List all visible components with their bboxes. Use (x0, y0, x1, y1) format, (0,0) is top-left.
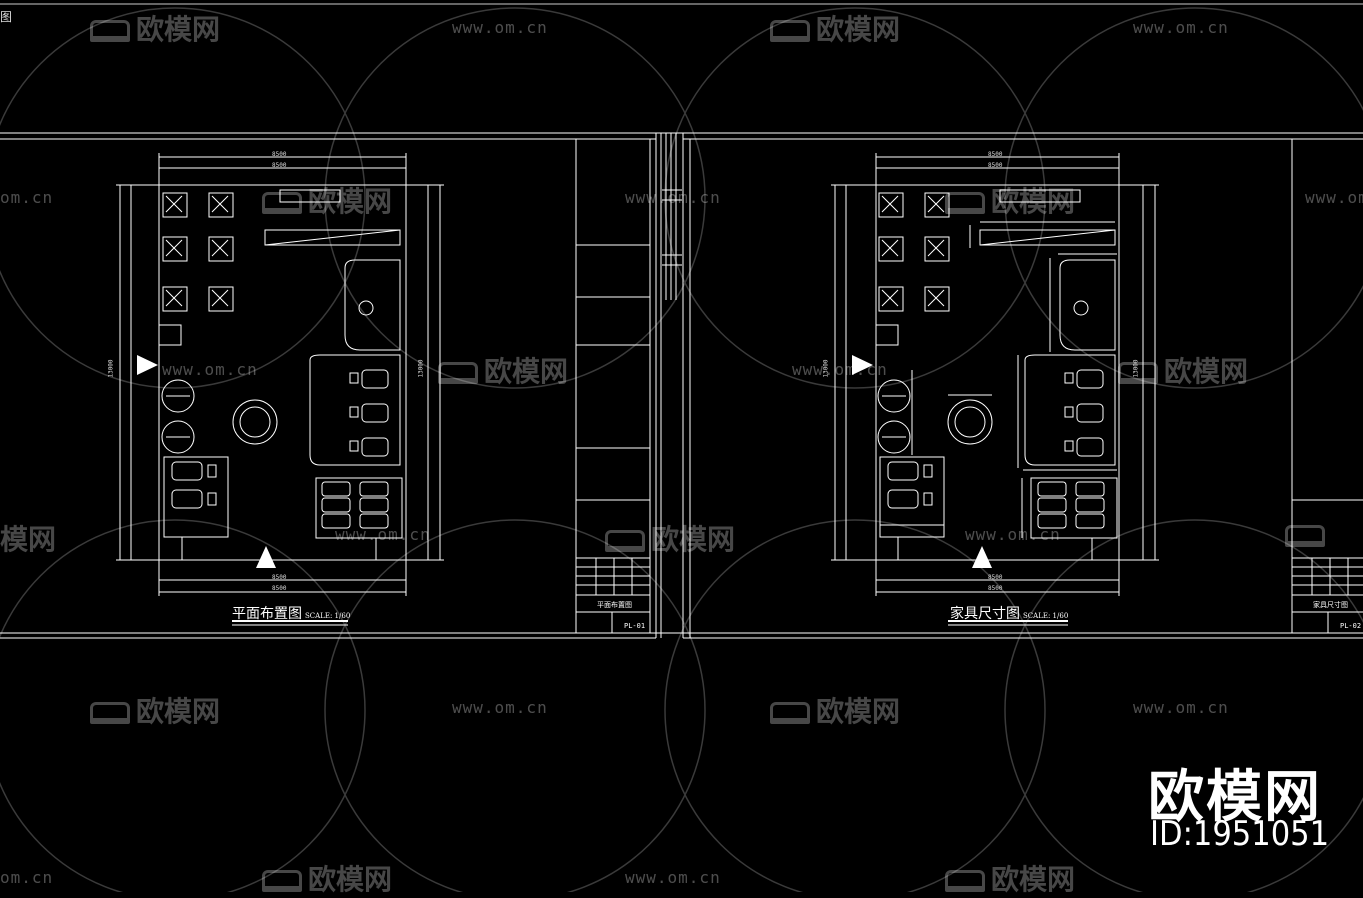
dimension-label: 8500 (272, 585, 287, 592)
dimension-label: 13000 (107, 359, 115, 378)
watermark-logo: 欧模网 (90, 8, 220, 48)
dimension-label: 8500 (988, 151, 1003, 158)
sofa-icon (262, 192, 302, 214)
watermark-logo: 欧模网 (438, 350, 568, 390)
sheet-2-plan (831, 153, 1159, 626)
watermark-url: www.om.cn (792, 360, 888, 379)
watermark-logo: 欧模网 (90, 690, 220, 730)
watermark-logo: 欧模网 (945, 858, 1075, 898)
sofa-icon (770, 20, 810, 42)
watermark-url: www.om.cn (965, 525, 1061, 544)
brand-name: 欧模网 (1148, 765, 1322, 830)
watermark-logo: 欧模网 (945, 180, 1075, 220)
brand-id: ID:1951051 (1150, 814, 1330, 854)
sheet-number: PL-02 (1340, 622, 1362, 630)
entry-arrow-left-2 (852, 355, 873, 375)
watermark-url: www.om.cn (1133, 18, 1229, 37)
dimension-label: 13000 (1132, 359, 1140, 378)
dimension-label: 8500 (988, 585, 1003, 592)
watermark-url: www.om.cn (335, 525, 431, 544)
sofa-icon (1118, 362, 1158, 384)
watermark-logo: 欧模网 (262, 180, 392, 220)
sofa-icon (945, 870, 985, 892)
dimension-label: 13000 (822, 359, 830, 378)
drawing-frames (0, 132, 1363, 639)
watermark-logo: 欧模网 (262, 858, 392, 898)
sofa-icon (90, 20, 130, 42)
dimension-label: 8500 (272, 574, 287, 581)
sofa-icon (605, 530, 645, 552)
watermark-logo: 模网 (0, 523, 57, 556)
watermark-arcs (0, 7, 1363, 892)
viewport-corner-label: 图 (0, 10, 13, 24)
watermark-url: www.om.cn (162, 360, 258, 379)
dimension-label: 8500 (272, 162, 287, 169)
sofa-icon (770, 702, 810, 724)
watermark-url: www.om.cn (452, 18, 548, 37)
watermark-logo (1285, 518, 1331, 551)
sofa-icon (262, 870, 302, 892)
watermark-url: om.cn (0, 868, 54, 887)
entry-arrow-left (137, 355, 158, 375)
dimension-label: 8500 (988, 162, 1003, 169)
sofa-icon (438, 362, 478, 384)
entry-arrow-bottom-2 (972, 546, 992, 568)
sofa-icon (90, 702, 130, 724)
entry-arrow-bottom (256, 546, 276, 568)
watermark-url: www.om.cn (625, 868, 721, 887)
sheet-number: PL-01 (624, 622, 646, 630)
watermark-url: www.om.cn (1133, 698, 1229, 717)
watermark-url: www.om.cn (625, 188, 721, 207)
watermark-url: om.cn (0, 188, 54, 207)
sofa-icon (945, 192, 985, 214)
dimension-label: 8500 (272, 151, 287, 158)
watermark-logo: 欧模网 (605, 518, 735, 558)
sheet-1-plan (116, 153, 444, 626)
watermark-logo: 欧模网 (770, 8, 900, 48)
sheet-name: 家具尺寸图 (1313, 601, 1348, 609)
sofa-icon (1285, 525, 1325, 547)
watermark-logo: 欧模网 (1118, 350, 1248, 390)
watermark-url: www.om.cn (1305, 188, 1363, 207)
sheet-2-title-block (1291, 139, 1363, 633)
watermark-logo: 欧模网 (770, 690, 900, 730)
watermark-url: www.om.cn (452, 698, 548, 717)
sheet-name: 平面布置图 (597, 601, 632, 609)
sheet-1-title-block (575, 139, 651, 633)
dimension-label: 8500 (988, 574, 1003, 581)
dimension-label: 13000 (417, 359, 425, 378)
